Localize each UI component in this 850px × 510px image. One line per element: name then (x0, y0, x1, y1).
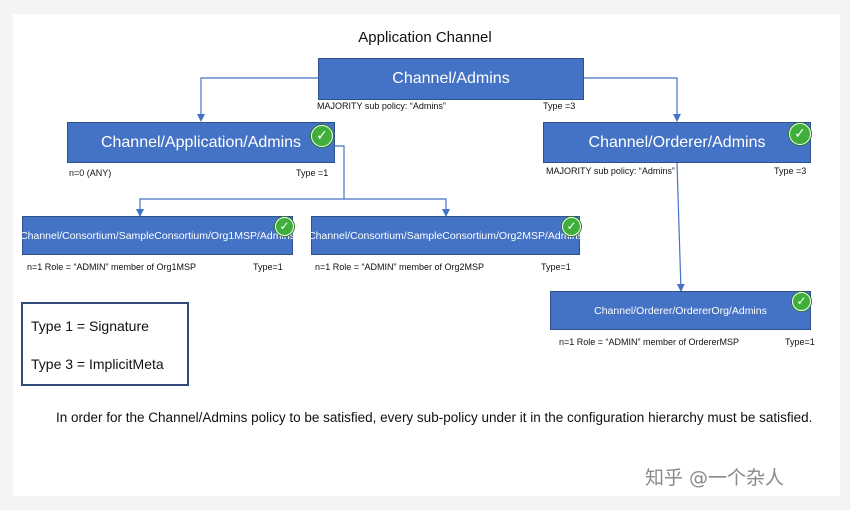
node-note: MAJORITY sub policy: “Admins” (546, 166, 675, 176)
footer-text: In order for the Channel/Admins policy t… (56, 410, 813, 425)
legend-line: Type 1 = Signature (31, 318, 149, 334)
node-label: Channel/Orderer/Admins (588, 133, 766, 151)
node-application-admins: Channel/Application/Admins (67, 122, 335, 163)
node-org2-admins: Channel/Consortium/SampleConsortium/Org2… (308, 216, 583, 255)
node-type-note: Type=1 (253, 262, 283, 272)
node-type-note: Type=1 (541, 262, 571, 272)
node-note: n=1 Role = “ADMIN” member of OrdererMSP (559, 337, 740, 347)
node-type-note: Type =3 (774, 166, 807, 176)
connector-root-to-orderer (584, 77, 681, 122)
diagram-title: Application Channel (358, 29, 492, 46)
node-note: n=0 (ANY) (69, 168, 112, 178)
node-label: Channel/Consortium/SampleConsortium/Org1… (20, 229, 295, 242)
connector-application-to-org2 (344, 198, 450, 217)
watermark: 知乎 @一个杂人 (645, 467, 785, 489)
check-circle-icon: ✓ (789, 123, 811, 145)
check-circle-icon: ✓ (275, 217, 294, 236)
legend-line: Type 3 = ImplicitMeta (31, 356, 164, 372)
node-ordererorg-admins: Channel/Orderer/OrdererOrg/Admins (550, 291, 811, 330)
node-label: Channel/Consortium/SampleConsortium/Org2… (308, 229, 583, 242)
node-type-note: Type =3 (543, 101, 576, 111)
node-label: Channel/Admins (392, 70, 510, 87)
node-note: n=1 Role = “ADMIN” member of Org1MSP (27, 262, 197, 272)
check-circle-icon: ✓ (562, 217, 581, 236)
node-type-note: Type=1 (785, 337, 815, 347)
node-label: Channel/Application/Admins (100, 133, 302, 151)
connector-root-to-application (197, 77, 318, 122)
node-type-note: Type =1 (296, 168, 329, 178)
node-label: Channel/Orderer/OrdererOrg/Admins (594, 304, 767, 317)
node-channel-admins: Channel/Admins (318, 58, 584, 100)
node-note: n=1 Role = “ADMIN” member of Org2MSP (315, 262, 485, 272)
connector-orderer-to-ordererorg (676, 162, 685, 292)
check-circle-icon: ✓ (311, 125, 333, 147)
legend-box: Type 1 = Signature Type 3 = ImplicitMeta (21, 302, 189, 386)
check-circle-icon: ✓ (792, 292, 811, 311)
node-org1-admins: Channel/Consortium/SampleConsortium/Org1… (20, 216, 295, 255)
node-orderer-admins: Channel/Orderer/Admins (543, 122, 811, 163)
node-note: MAJORITY sub policy: “Admins” (317, 101, 446, 111)
